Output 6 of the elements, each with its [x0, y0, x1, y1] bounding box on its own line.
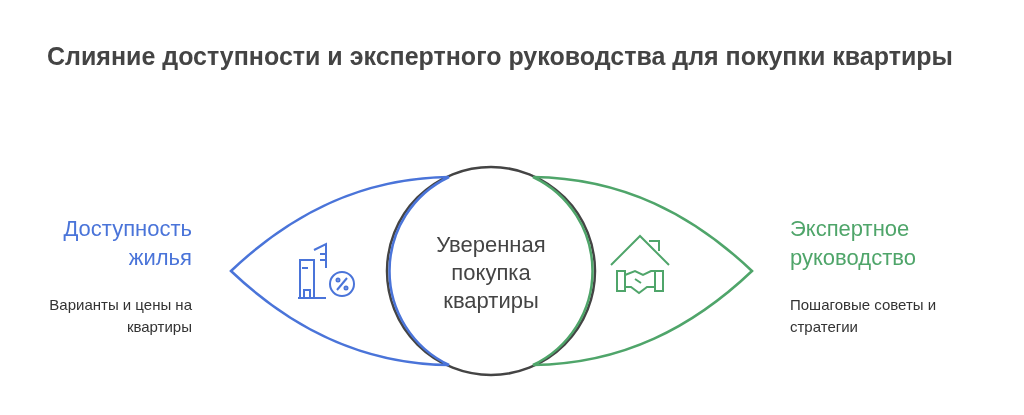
center-label: Уверенная покупка квартиры: [435, 231, 547, 315]
section-heading: Экспертное руководство: [790, 215, 917, 272]
section-description: Варианты и цены на квартиры: [48, 295, 192, 337]
title: Слияние доступности и экспертного руководства для покупки квартиры: [46, 41, 954, 72]
section-description: Пошаговые советы и стратегии: [790, 295, 938, 337]
section-heading: Доступность жилья: [62, 215, 192, 272]
